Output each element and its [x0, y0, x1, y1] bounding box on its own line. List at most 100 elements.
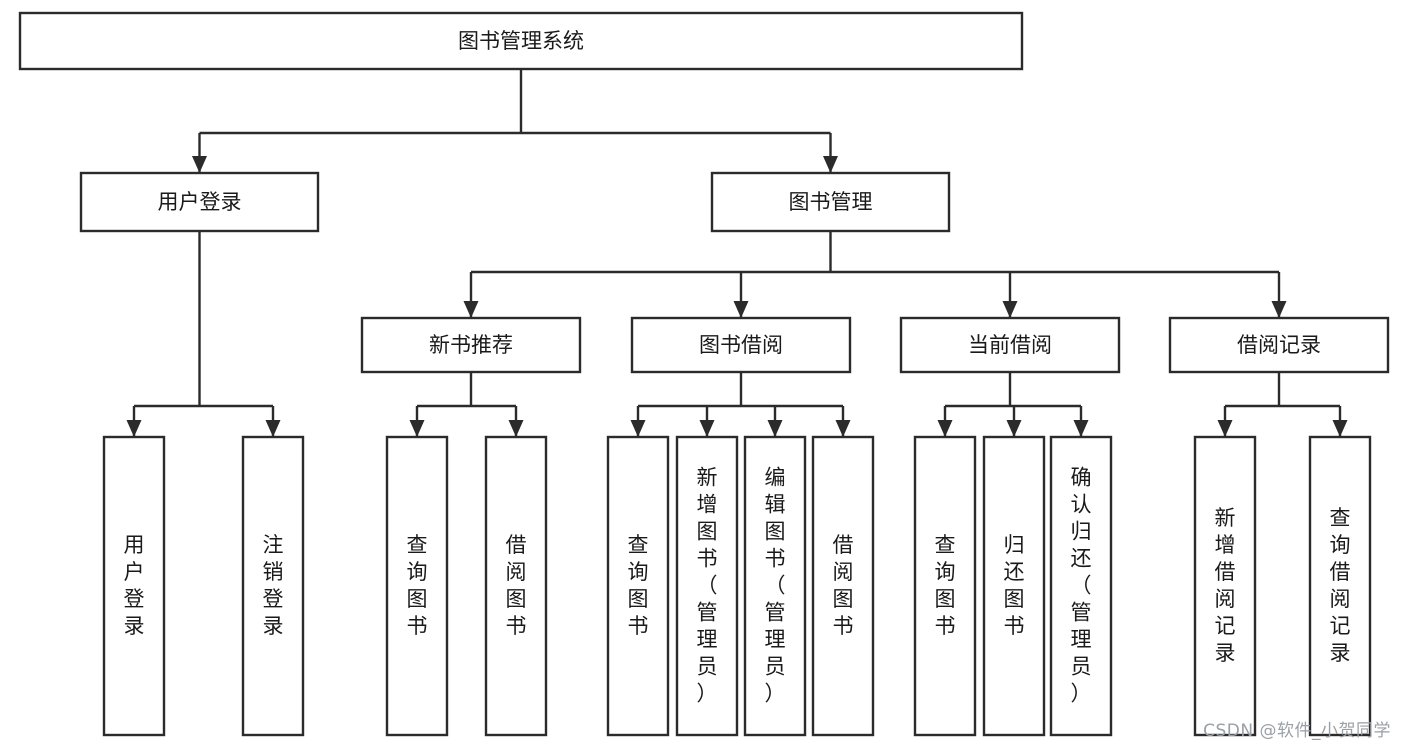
node-label-char-nb-query-book-3: 书 [407, 614, 428, 638]
node-box-cb-return-book [982, 435, 1046, 737]
node-label-char-cb-confirm-return-3: 还 [1071, 547, 1092, 571]
node-label-char-bb-edit-book-6: 理 [765, 628, 786, 652]
node-label-char-cb-return-book-2: 图 [1004, 587, 1025, 611]
node-label-char-br-add-record-3: 阅 [1215, 587, 1236, 611]
node-current-borrow[interactable]: 当前借阅 [899, 316, 1121, 374]
node-label-char-user-logout-leaf-1: 销 [263, 560, 284, 584]
node-label-book-manage: 图书管理 [789, 190, 873, 214]
node-label-char-bb-edit-book-3: 书 [765, 547, 786, 571]
node-boxes: 图书管理系统用户登录图书管理新书推荐图书借阅当前借阅借阅记录用户登录注销登录查询… [18, 11, 1390, 737]
node-label-char-bb-edit-book-7: 员 [765, 655, 786, 679]
node-label-char-bb-query-book-3: 书 [628, 614, 649, 638]
node-user-login[interactable]: 用户登录 [79, 171, 320, 233]
node-label-char-user-login-leaf-1: 户 [124, 560, 145, 584]
node-label-char-br-add-record-4: 记 [1215, 614, 1236, 638]
node-label-char-bb-query-book-1: 询 [628, 560, 649, 584]
node-label-char-bb-edit-book-1: 辑 [765, 493, 786, 517]
node-label-char-bb-edit-book-4: （ [765, 574, 786, 598]
node-label-char-nb-borrow-book-1: 阅 [506, 560, 527, 584]
node-box-user-logout-leaf [241, 435, 305, 737]
node-label-char-bb-add-book-7: 员 [697, 655, 718, 679]
arrow-head [1217, 420, 1233, 437]
node-new-book-recommend[interactable]: 新书推荐 [360, 316, 582, 374]
node-label-user-login: 用户登录 [158, 190, 242, 214]
node-root[interactable]: 图书管理系统 [18, 11, 1024, 71]
arrow-head [733, 301, 749, 318]
node-box-borrow-record [1168, 316, 1390, 374]
node-label-char-br-add-record-2: 借 [1215, 560, 1236, 584]
node-label-char-nb-borrow-book-3: 书 [506, 614, 527, 638]
node-box-cb-confirm-return [1049, 435, 1113, 737]
arrow-head [463, 301, 479, 318]
node-box-current-borrow [899, 316, 1121, 374]
node-box-bb-edit-book [743, 435, 807, 737]
node-label-char-bb-edit-book-2: 图 [765, 520, 786, 544]
node-label-char-cb-confirm-return-5: 管 [1071, 601, 1092, 625]
node-label-char-cb-confirm-return-6: 理 [1071, 628, 1092, 652]
node-label-char-br-query-record-5: 录 [1330, 641, 1351, 665]
node-label-char-bb-add-book-5: 管 [697, 601, 718, 625]
node-label-char-user-login-leaf-2: 登 [124, 587, 145, 611]
node-label-char-cb-confirm-return-7: 员 [1071, 655, 1092, 679]
node-label-char-bb-edit-book-0: 编 [765, 466, 786, 490]
arrow-head [835, 420, 851, 437]
node-label-char-bb-add-book-1: 增 [697, 493, 718, 517]
arrow-head [1271, 301, 1287, 318]
node-box-bb-query-book [606, 435, 670, 737]
node-label-char-bb-add-book-8: ） [697, 682, 718, 706]
node-label-char-user-login-leaf-0: 用 [124, 533, 145, 557]
arrow-head [265, 420, 281, 437]
node-book-manage[interactable]: 图书管理 [710, 171, 951, 233]
node-box-root [18, 11, 1024, 71]
node-label-char-bb-add-book-6: 理 [697, 628, 718, 652]
node-label-book-borrow: 图书借阅 [699, 333, 783, 357]
node-label-char-br-add-record-0: 新 [1215, 506, 1236, 530]
node-label-char-bb-edit-book-5: 管 [765, 601, 786, 625]
arrow-head [699, 420, 715, 437]
node-label-char-nb-query-book-1: 询 [407, 560, 428, 584]
node-user-login-leaf[interactable]: 用户登录 [102, 435, 166, 737]
arrow-head [1006, 420, 1022, 437]
node-box-book-manage [710, 171, 951, 233]
node-label-char-user-logout-leaf-3: 录 [263, 614, 284, 638]
arrow-head [192, 156, 207, 173]
node-label-char-br-query-record-4: 记 [1330, 614, 1351, 638]
node-label-char-cb-return-book-1: 还 [1004, 560, 1025, 584]
arrow-head [937, 420, 953, 437]
arrow-head [630, 420, 646, 437]
node-box-cb-query-book [913, 435, 977, 737]
node-label-char-user-logout-leaf-0: 注 [263, 533, 284, 557]
arrow-head [1332, 420, 1348, 437]
node-label-root: 图书管理系统 [458, 29, 584, 53]
node-label-char-cb-confirm-return-2: 归 [1071, 520, 1092, 544]
node-box-nb-borrow-book [484, 435, 548, 737]
node-label-char-nb-query-book-2: 图 [407, 587, 428, 611]
arrow-head [508, 420, 524, 437]
node-label-new-book-recommend: 新书推荐 [429, 333, 513, 357]
node-box-user-login-leaf [102, 435, 166, 737]
arrow-head [409, 420, 425, 437]
node-box-nb-query-book [385, 435, 449, 737]
node-book-borrow[interactable]: 图书借阅 [630, 316, 852, 374]
node-box-book-borrow [630, 316, 852, 374]
arrow-head [1002, 301, 1018, 318]
arrow-head [126, 420, 142, 437]
node-label-char-cb-confirm-return-4: （ [1071, 574, 1092, 598]
node-borrow-record[interactable]: 借阅记录 [1168, 316, 1390, 374]
connector-lines [126, 69, 1348, 437]
node-label-char-br-add-record-1: 增 [1215, 533, 1236, 557]
